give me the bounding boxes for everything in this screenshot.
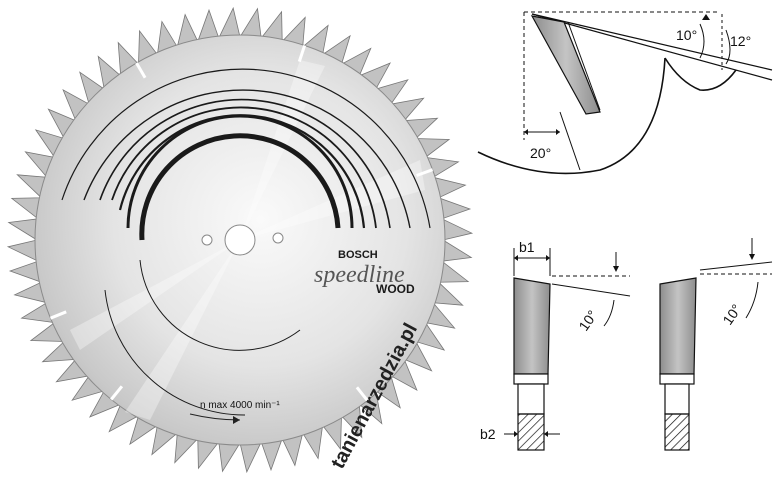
- angle-arc-10: [699, 23, 705, 59]
- arrow-head: [544, 431, 548, 437]
- brand-name: BOSCH: [338, 249, 378, 261]
- carbide-tip-edge: [567, 21, 601, 111]
- arrow-head: [613, 266, 619, 272]
- pin-hole-left: [201, 234, 213, 246]
- tooth-body-hatched-right: [664, 413, 690, 451]
- product-type: WOOD: [376, 282, 415, 296]
- expansion-slot: [297, 45, 307, 63]
- tooth-neck-left: [517, 383, 545, 415]
- bevel-line: [699, 261, 773, 271]
- product-line: speedline: [314, 262, 405, 288]
- expansion-slot: [355, 386, 369, 402]
- arrow-head: [514, 255, 518, 261]
- angle-arc: [745, 281, 759, 319]
- angle-label-12: 12°: [730, 33, 751, 49]
- expansion-slot: [135, 62, 147, 79]
- tooth-profile-right: 10°: [659, 238, 773, 451]
- expansion-slots: [49, 45, 434, 402]
- carbide-tip: [530, 15, 601, 115]
- gullet-curve: [664, 57, 737, 91]
- angle-arc-12: [725, 29, 731, 65]
- arrow-head: [546, 255, 550, 261]
- tooth-body-hatched-left: [517, 413, 545, 451]
- arbor-hole: [224, 224, 256, 256]
- arrow-head: [524, 129, 528, 135]
- arrow-head: [702, 14, 710, 20]
- blade-body-curve: [477, 57, 666, 175]
- expansion-slot: [416, 168, 434, 177]
- angle-label-left: 10°: [575, 307, 600, 334]
- arrow-head: [749, 254, 755, 260]
- tip-base-left: [513, 373, 549, 385]
- b2-label: b2: [480, 426, 496, 442]
- speed-rings: [61, 68, 431, 416]
- rake-line: [559, 111, 581, 171]
- tooth-angle-diagram: 10° 12° 20°: [477, 11, 773, 175]
- tooth-neck-right: [664, 383, 690, 415]
- bevel-line: [551, 283, 631, 297]
- rotation-arrow-head: [233, 416, 240, 424]
- arrow-head: [556, 129, 560, 135]
- tip-block-right: [659, 277, 697, 375]
- tooth-profile-left: b1 b2 10°: [480, 239, 631, 451]
- clearance-line-a: [531, 13, 773, 71]
- expansion-slot: [49, 310, 67, 320]
- b1-label: b1: [519, 239, 535, 255]
- pin-hole-right: [272, 232, 284, 244]
- saw-blade: BOSCH speedline WOOD n max 4000 min⁻¹: [6, 6, 474, 474]
- clearance-line-b: [531, 13, 773, 81]
- arrow-head: [514, 431, 518, 437]
- angle-label-right: 10°: [719, 301, 744, 328]
- tip-base-right: [659, 373, 695, 385]
- angle-label-10: 10°: [676, 27, 697, 43]
- expansion-slot: [110, 385, 124, 401]
- tip-block-left: [513, 277, 551, 375]
- max-speed-text: n max 4000 min⁻¹: [200, 400, 280, 411]
- angle-arc: [603, 299, 615, 327]
- angle-label-20: 20°: [530, 145, 551, 161]
